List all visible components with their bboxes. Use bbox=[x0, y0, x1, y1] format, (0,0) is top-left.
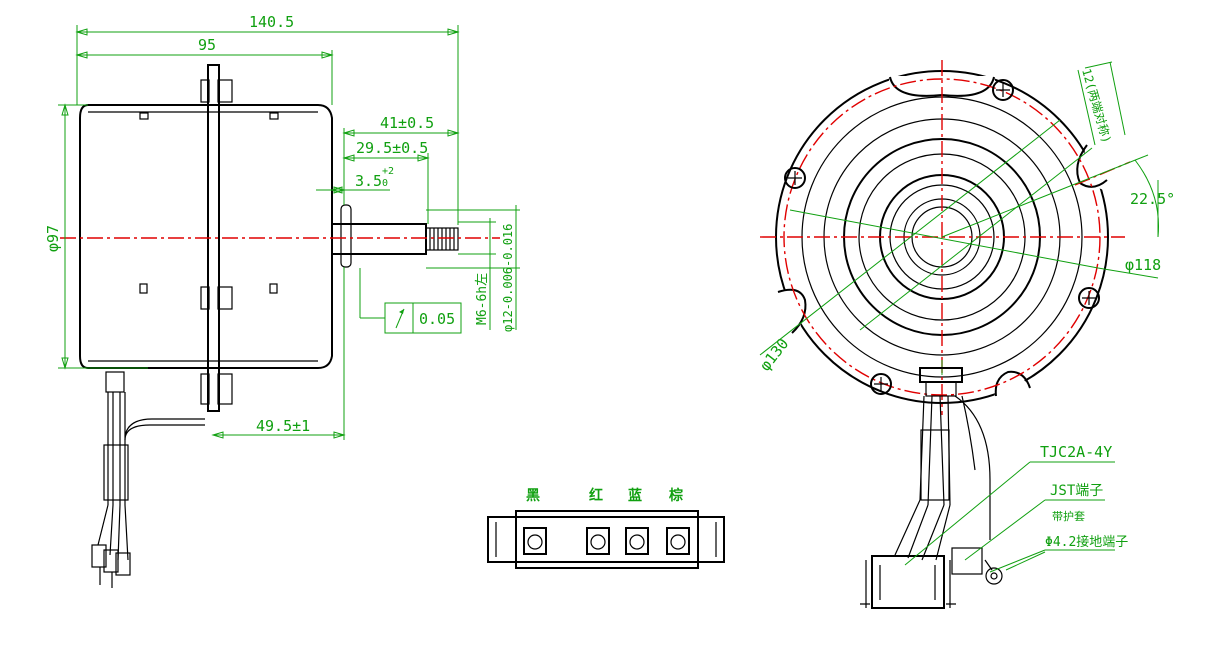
connector-view: 黑 红 蓝 棕 bbox=[487, 487, 725, 569]
callout-sheath: 带护套 bbox=[1052, 509, 1085, 523]
dim-slot-width: 12(两端对称) bbox=[1079, 67, 1114, 145]
callout-jst-terminal: JST端子 bbox=[1050, 483, 1103, 499]
side-wires bbox=[91, 371, 205, 588]
dim-stator-length: 95 bbox=[198, 36, 216, 54]
dim-shaft-flat: 29.5±0.5 bbox=[356, 139, 428, 157]
connector-pins bbox=[523, 527, 690, 555]
side-dimensions bbox=[58, 25, 520, 440]
motor-body bbox=[79, 104, 333, 369]
dim-shaft-diameter: φ12-0.006-0.016 bbox=[501, 224, 515, 332]
wire-color-black: 黑 bbox=[526, 488, 540, 504]
dim-shaft-step: 3.5 bbox=[355, 172, 382, 190]
wire-color-brown: 棕 bbox=[668, 487, 683, 504]
dim-body-diameter: φ97 bbox=[44, 225, 62, 252]
dim-shaft-length: 41±0.5 bbox=[380, 114, 434, 132]
front-view: φ118 22.5° φ130 12(两端对称) TJC2A-4Y JST端子 … bbox=[756, 60, 1175, 609]
dim-outer-diameter: φ130 bbox=[756, 335, 792, 375]
dim-thread-spec: M6-6h左 bbox=[475, 273, 490, 325]
side-view: 140.5 95 41±0.5 29.5±0.5 3.5 +2 0 49.5±1… bbox=[44, 13, 520, 588]
wire-color-red: 红 bbox=[589, 487, 603, 504]
front-dimensions bbox=[759, 61, 1159, 375]
shaft bbox=[331, 204, 459, 268]
callout-leaders bbox=[904, 461, 1115, 573]
dim-shaft-step-upper: +2 bbox=[382, 166, 394, 177]
dim-mount-offset: 49.5±1 bbox=[256, 417, 310, 435]
dim-overall-length: 140.5 bbox=[249, 13, 294, 31]
callout-ground-terminal: Φ4.2接地端子 bbox=[1045, 534, 1128, 550]
dim-mount-circle: φ118 bbox=[1125, 256, 1161, 274]
wire-color-blue: 蓝 bbox=[628, 487, 642, 504]
dim-shaft-step-lower: 0 bbox=[382, 178, 388, 189]
runout-value: 0.05 bbox=[419, 310, 455, 328]
dim-slot-angle: 22.5° bbox=[1130, 190, 1175, 208]
connector-housing bbox=[487, 516, 725, 563]
callout-connector-type: TJC2A-4Y bbox=[1040, 443, 1112, 461]
flange-nuts bbox=[200, 79, 233, 405]
front-wires bbox=[860, 367, 1003, 609]
screws bbox=[784, 79, 1100, 395]
